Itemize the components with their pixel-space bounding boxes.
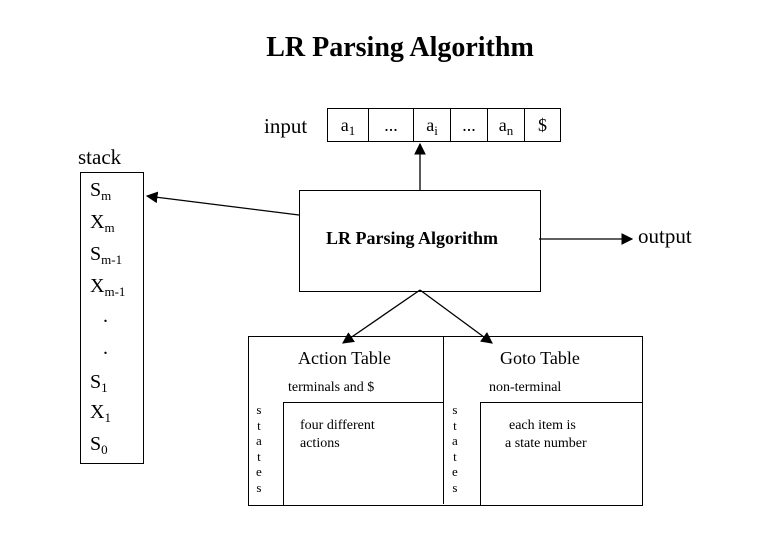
stack-item: Sm: [90, 179, 112, 203]
tape-cell: ...: [368, 109, 413, 141]
output-label: output: [638, 224, 692, 248]
action-table-title: Action Table: [298, 348, 391, 368]
stack-arrow: [145, 191, 300, 216]
stack-item: Xm-1: [90, 275, 126, 299]
action-table-arrow: [342, 289, 421, 344]
goto-table-title: Goto Table: [500, 348, 580, 368]
tape-cell: a1: [340, 115, 356, 138]
stack-item: S1: [90, 371, 108, 395]
tape-cell: ai: [413, 109, 450, 141]
stack-item: S0: [90, 433, 108, 457]
input-tape: a1 ... ai ... an $: [327, 108, 561, 142]
goto-table-body: [480, 402, 642, 505]
table-divider: [443, 336, 444, 504]
stack-item: Sm-1: [90, 243, 123, 267]
goto-table-arrow: [419, 289, 493, 344]
goto-table-header: non-terminal: [489, 380, 562, 395]
stack: Sm Xm Sm-1 Xm-1 . . S1 X1 S0: [80, 172, 144, 464]
parsing-table: [248, 336, 643, 506]
stack-label: stack: [78, 145, 122, 169]
stack-item: .: [103, 305, 108, 327]
tape-cell: an: [487, 109, 524, 141]
action-table-header: terminals and $: [288, 380, 375, 395]
stack-item: Xm: [90, 211, 115, 235]
action-table-body: [283, 402, 444, 505]
page-title: LR Parsing Algorithm: [266, 32, 534, 63]
tape-cell: $: [524, 109, 560, 141]
lr-algorithm-label: LR Parsing Algorithm: [326, 228, 499, 248]
tape-cell: ...: [450, 109, 487, 141]
stack-item: .: [103, 337, 108, 359]
input-label: input: [264, 114, 308, 138]
lr-algorithm-box: [299, 190, 541, 292]
stack-item: X1: [90, 401, 111, 425]
